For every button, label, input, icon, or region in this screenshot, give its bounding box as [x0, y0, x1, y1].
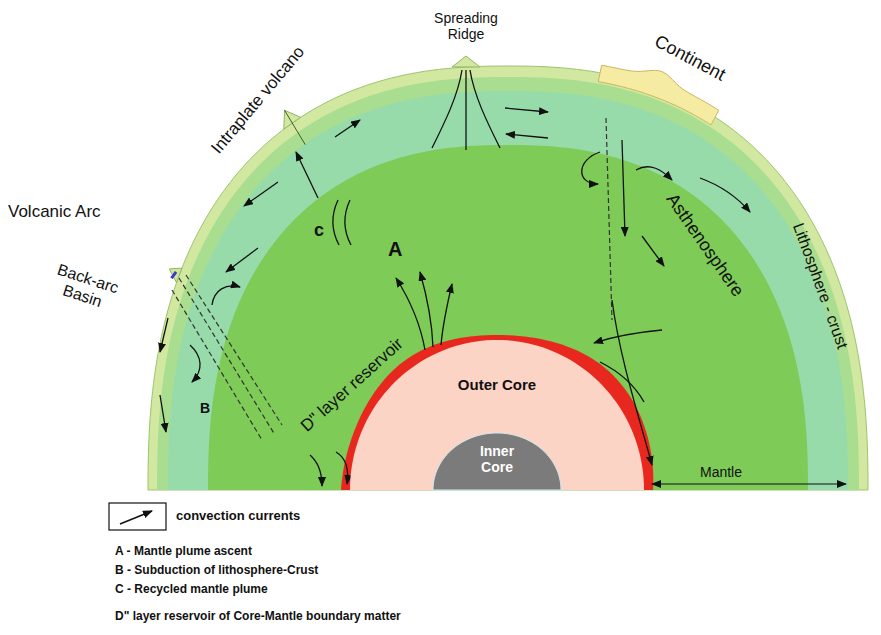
callout-letter: c	[314, 220, 324, 241]
feature-label: Back-arc Basin	[42, 258, 128, 317]
callout-letter: A	[388, 238, 402, 261]
subduction-line	[172, 290, 262, 440]
subduction-line	[606, 118, 612, 320]
feature-label: Spreading Ridge	[426, 10, 506, 42]
convection-arrow	[336, 452, 348, 484]
convection-arrow	[396, 278, 425, 350]
convection-arrow	[432, 70, 462, 148]
convection-arrow	[642, 236, 664, 266]
convection-arrow	[622, 140, 625, 236]
key-note: B - Subduction of lithosphere-Crust	[115, 564, 318, 578]
callout-letter: B	[200, 400, 210, 416]
convection-arrow	[190, 345, 200, 382]
convection-arrow	[333, 200, 339, 245]
crust-band	[148, 66, 868, 490]
convection-arrow	[212, 286, 240, 305]
convection-arrow	[345, 200, 351, 245]
key-note: A - Mantle plume ascent	[115, 545, 252, 559]
outer-core-outline	[350, 340, 644, 490]
convection-arrow	[700, 178, 750, 212]
earth-layers	[148, 66, 868, 490]
volcano-feeder	[285, 110, 306, 144]
convection-arrow	[465, 70, 466, 150]
convection-arrow	[335, 120, 360, 137]
convection-arrow	[470, 70, 500, 148]
subduction-line	[186, 275, 282, 425]
convection-arrow	[244, 182, 278, 206]
legend-swatch	[109, 503, 166, 530]
outer-core: Outer CoreInner Core	[350, 340, 644, 490]
convection-arrow	[296, 152, 318, 198]
convection-arrow	[582, 152, 600, 184]
convection-arrow	[506, 134, 548, 138]
region-name: Outer Core	[432, 376, 562, 393]
convection-arrow	[226, 248, 258, 272]
legend-arrow	[120, 511, 152, 524]
region-name: Inner Core	[471, 443, 523, 475]
subduction-line	[179, 278, 275, 435]
legend-sample	[108, 502, 168, 532]
arc-mark	[172, 272, 177, 278]
convection-arrow	[636, 167, 672, 180]
key-note: D" layer reservoir of Core-Mantle bounda…	[115, 610, 401, 624]
dimension-label: Mantle	[700, 464, 742, 480]
convection-arrow	[310, 455, 322, 486]
convection-arrow	[160, 395, 166, 432]
inner-core: Inner Core	[433, 433, 561, 490]
asthenosphere-band	[168, 91, 848, 490]
legend-text: convection currents	[176, 509, 300, 524]
convection-arrow	[420, 272, 433, 347]
ridge-shape	[452, 56, 480, 67]
mantle-region	[208, 145, 808, 490]
convection-arrow	[160, 318, 168, 352]
inner-core-outline	[433, 433, 561, 490]
convection-arrow	[505, 108, 548, 112]
key-note: C - Recycled mantle plume	[115, 583, 268, 597]
convection-arrow	[441, 284, 452, 345]
dimension-arrow	[652, 483, 846, 484]
lithosphere-band	[157, 77, 859, 490]
convection-arrow	[594, 330, 662, 343]
feature-label: Volcanic Arc	[8, 202, 101, 222]
